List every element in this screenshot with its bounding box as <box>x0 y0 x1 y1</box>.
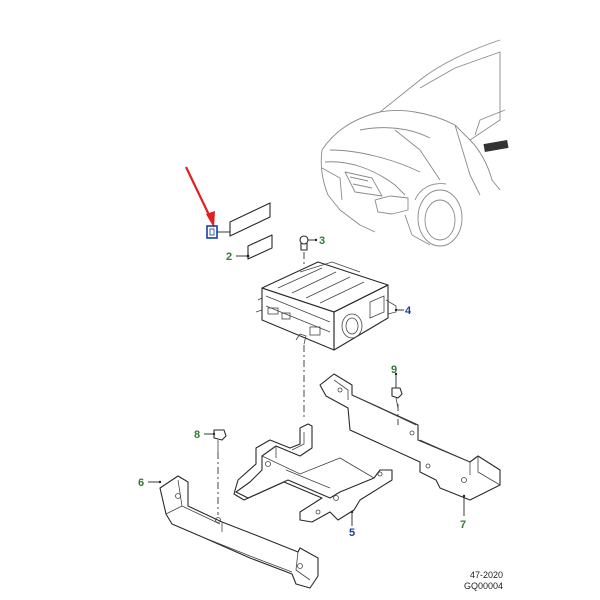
part-2-label[interactable] <box>236 234 273 260</box>
part-1-clip[interactable] <box>206 202 271 239</box>
part-8-screw[interactable] <box>204 429 227 452</box>
part-4-module[interactable] <box>255 261 404 351</box>
callout-3: 3 <box>319 235 325 247</box>
indicator-arrow-icon <box>185 166 215 228</box>
callout-6: 6 <box>138 477 144 489</box>
part-5-bracket[interactable] <box>233 423 393 526</box>
part-9-screw[interactable] <box>391 372 403 409</box>
vehicle-outline-icon <box>320 39 509 247</box>
callout-7: 7 <box>460 519 466 531</box>
callout-9: 9 <box>391 364 397 376</box>
drawing-code: GQ00004 <box>464 581 504 591</box>
part-7-bracket[interactable] <box>319 373 501 516</box>
part-6-bracket[interactable] <box>148 475 319 589</box>
date-code: 47-2020 <box>470 570 504 580</box>
callout-5: 5 <box>349 527 355 539</box>
callout-4: 4 <box>405 305 412 317</box>
part-3-bolt[interactable] <box>299 235 318 251</box>
callout-2: 2 <box>226 251 232 263</box>
callout-8: 8 <box>194 429 200 441</box>
